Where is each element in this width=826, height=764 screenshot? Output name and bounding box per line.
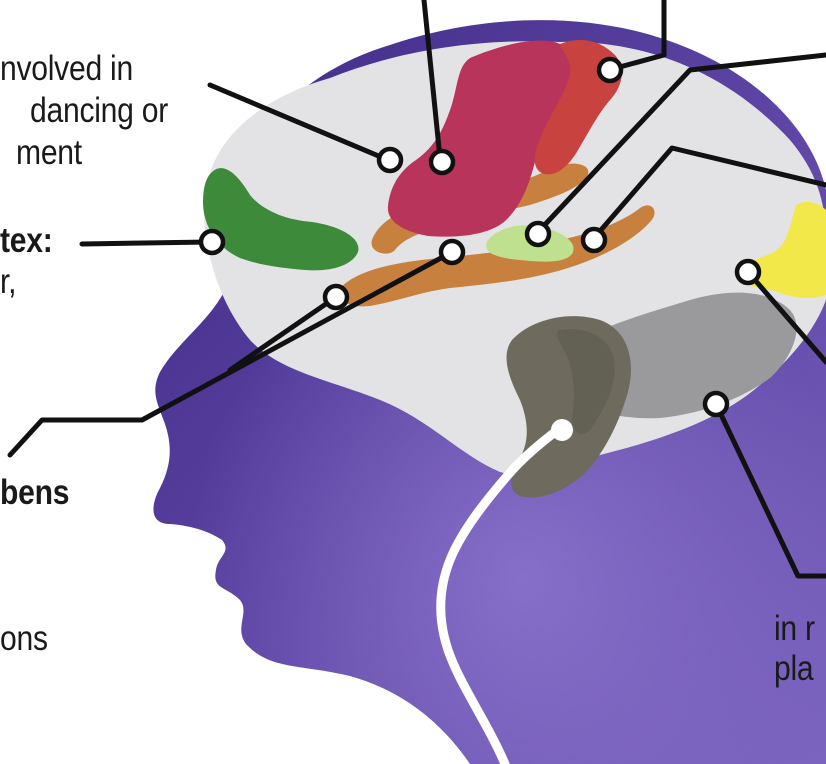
dot-visual <box>737 261 759 283</box>
label-cerebellum-line1: in r <box>774 610 815 648</box>
label-prefrontal-line1: tex: <box>0 222 53 260</box>
dot-auditory <box>527 223 549 245</box>
dot-accumbens <box>441 241 463 263</box>
label-motor-line1: nvolved in <box>0 50 133 88</box>
label-accumbens: bens <box>0 474 69 512</box>
label-cerebellum-line2: pla <box>774 650 813 688</box>
dot-prefrontal <box>201 231 223 253</box>
label-prefrontal-line2: r, <box>0 263 16 301</box>
label-emotions: ons <box>0 620 48 658</box>
dot-limbic <box>583 229 605 251</box>
dot-top-a <box>431 151 453 173</box>
dot-motor <box>379 149 401 171</box>
label-motor-line3: ment <box>16 134 82 172</box>
cord-top <box>551 419 573 441</box>
dot-amygdala <box>325 286 347 308</box>
dot-cerebellum <box>705 393 727 415</box>
label-motor-line2: dancing or <box>30 92 168 130</box>
dot-sensory <box>599 59 621 81</box>
callout-line-prefrontal <box>82 242 210 244</box>
